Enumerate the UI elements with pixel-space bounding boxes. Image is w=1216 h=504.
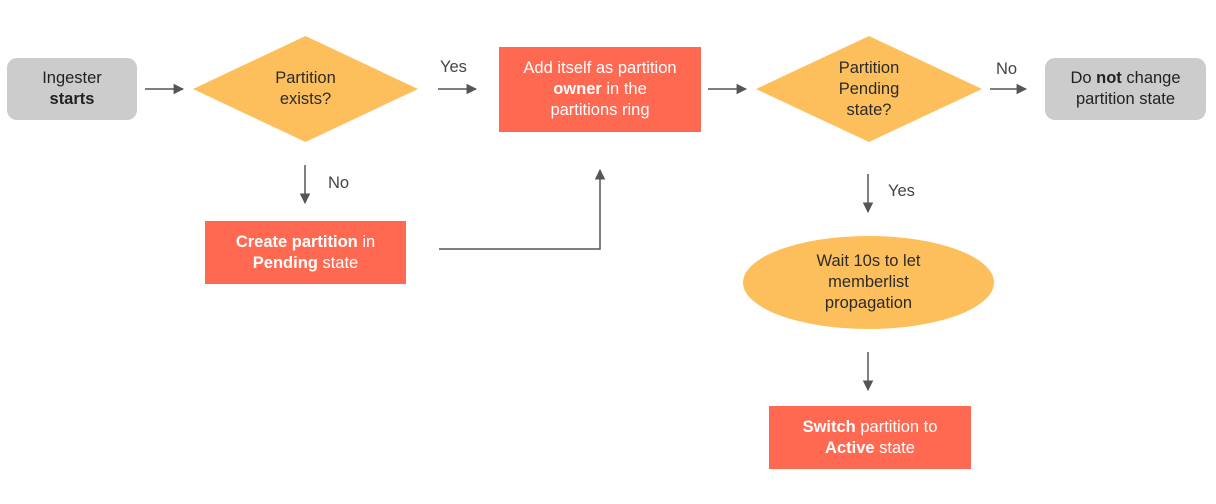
wait-line2: memberlist (828, 273, 909, 291)
wait-node: Wait 10s to let memberlist propagation (743, 236, 994, 329)
switch-bold1: Switch (802, 417, 856, 436)
edge-label-yes-pending: Yes (888, 182, 915, 200)
create-partition-post2: state (322, 253, 359, 272)
partition-pending-line1: Partition (838, 58, 900, 77)
partition-pending-line2: Pending (838, 79, 900, 98)
create-partition-bold1: Create partition (235, 232, 358, 251)
no-change-node: Do not change partition state (1045, 58, 1206, 120)
edge-label-yes-exists: Yes (440, 58, 467, 76)
no-change-pre: Do (1070, 69, 1092, 87)
add-owner-line1: Add itself as partition (523, 59, 677, 77)
partition-exists-line1: Partition (275, 69, 336, 87)
wait-line3: propagation (824, 294, 913, 312)
arrow-create-to-owner (439, 168, 606, 250)
partition-exists-line2: exists? (279, 90, 332, 108)
partition-pending-decision: Partition Pending state? (756, 36, 982, 142)
switch-node: Switch partition to Active state (769, 406, 971, 469)
partition-pending-line3: state? (846, 100, 892, 119)
create-partition-node: Create partition in Pending state (205, 221, 406, 284)
add-owner-line3: partitions ring (550, 101, 650, 119)
create-partition-bold2: Pending (252, 253, 318, 272)
switch-post1: partition to (860, 417, 938, 436)
add-owner-node: Add itself as partition owner in the par… (499, 47, 701, 132)
create-partition-post1: in (362, 232, 376, 251)
no-change-line2: partition state (1075, 90, 1176, 108)
switch-post2: state (879, 438, 915, 457)
partition-exists-decision: Partition exists? (193, 36, 418, 142)
switch-bold2: Active (825, 438, 875, 457)
add-owner-post: in the (606, 80, 647, 98)
edge-label-no-exists: No (328, 174, 350, 192)
wait-line1: Wait 10s to let (816, 252, 921, 270)
start-bold: starts (49, 90, 95, 108)
no-change-bold: not (1096, 69, 1122, 87)
no-change-post: change (1126, 69, 1181, 87)
start-node: Ingester starts (7, 58, 137, 120)
start-text: Ingester (42, 69, 102, 87)
edge-label-no-pending: No (996, 60, 1018, 78)
add-owner-bold: owner (553, 80, 602, 98)
